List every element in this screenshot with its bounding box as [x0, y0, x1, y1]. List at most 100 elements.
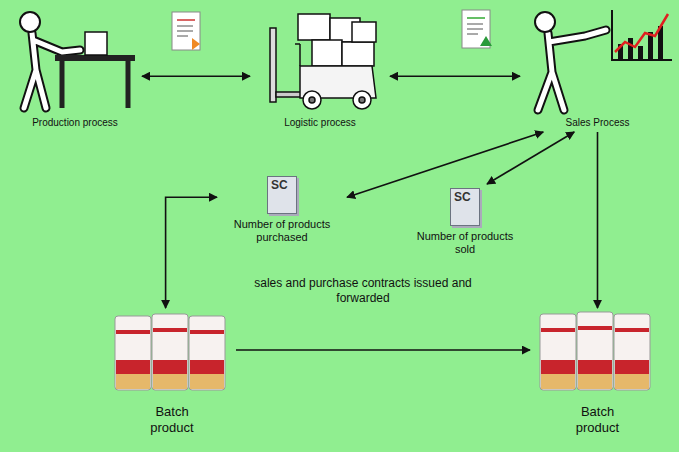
product-bags [190, 330, 224, 334]
product-bags [153, 374, 187, 389]
checklist-icon [177, 31, 193, 32]
product-bags [541, 328, 575, 332]
product-bags [190, 374, 224, 389]
product-bags [577, 312, 613, 390]
forklift [359, 97, 365, 103]
work-table [60, 61, 65, 108]
product-bags [541, 326, 649, 374]
product-bags [116, 374, 150, 389]
product-bags [615, 374, 649, 389]
doc-caption: Number of products sold [410, 230, 520, 256]
product-bags [116, 374, 224, 389]
sales-figure [538, 30, 606, 110]
flow-arrow [142, 75, 250, 77]
product-bags [615, 360, 649, 374]
sales-chart [612, 10, 672, 60]
checklist-icon [172, 12, 200, 50]
worker-figure [24, 33, 80, 108]
doc-code: SC [450, 188, 480, 226]
sales-chart [638, 46, 643, 60]
work-table [55, 55, 135, 61]
flow-arrow [487, 132, 574, 184]
note-label: sales and purchase contracts issued and … [243, 276, 483, 306]
checklist-icon [462, 10, 492, 48]
sales-chart [615, 14, 668, 52]
doc-caption: Number of products purchased [217, 218, 347, 244]
process-label: Production process [8, 116, 142, 129]
sales-figure [538, 30, 606, 110]
checklist-icon [177, 19, 195, 21]
flow-arrow [236, 349, 530, 351]
product-bags [541, 374, 575, 389]
product-bags [115, 316, 151, 390]
product-bags [116, 360, 150, 374]
process-figure: Sales Process [520, 8, 675, 132]
forklift [352, 22, 376, 42]
forklift [270, 28, 276, 102]
product-label: Batch product [566, 404, 630, 436]
product-bags [153, 360, 187, 374]
contract-doc: SC Number of products sold [410, 184, 520, 268]
product-bags [116, 330, 150, 334]
product-bags [614, 314, 650, 390]
sales-chart [612, 10, 672, 60]
checklist-icon [177, 26, 193, 27]
product-bags [541, 360, 575, 374]
checklist-icon [467, 24, 483, 25]
product-bags [540, 314, 576, 390]
doc-code: SC [267, 176, 297, 214]
forklift [353, 91, 371, 109]
product-bags [540, 312, 650, 390]
checklist-icon [467, 17, 485, 19]
process-figure: Production process [8, 8, 142, 132]
forklift [309, 97, 315, 103]
work-table [85, 32, 107, 55]
flow-arrow [347, 132, 543, 197]
product-bags [190, 360, 224, 374]
process-figure: Logistic process [250, 8, 390, 132]
worker-figure [20, 12, 40, 32]
product-bags [541, 374, 649, 389]
batch-product: Batch product [108, 308, 236, 448]
forklift [303, 91, 321, 109]
product-bags [152, 314, 188, 390]
forklift [312, 40, 342, 66]
worker-figure [24, 33, 80, 108]
flow-arrow [390, 75, 520, 77]
contract-doc: SC Number of products purchased [217, 172, 347, 256]
forklift [298, 14, 330, 40]
process-label: Logistic process [250, 116, 390, 129]
checklist-icon [177, 36, 188, 37]
process-label: Sales Process [520, 116, 675, 129]
checklist-icon [192, 38, 200, 50]
checklist-icon [467, 29, 483, 30]
work-table [55, 32, 135, 108]
product-bags [189, 316, 225, 390]
product-bags [578, 374, 612, 389]
forklift [295, 44, 300, 66]
checklist-icon [480, 36, 492, 46]
sales-figure [535, 12, 606, 110]
flow-arrow [597, 132, 599, 308]
product-bags [578, 360, 612, 374]
product-bags [540, 312, 650, 390]
checklist-icon [467, 34, 478, 35]
product-bags [615, 328, 649, 332]
checklist-icon [172, 12, 200, 50]
product-bags [153, 328, 187, 332]
product-bags [116, 328, 224, 374]
sales-chart [628, 38, 633, 60]
forklift [342, 42, 374, 66]
product-bags [115, 314, 225, 390]
work-table [126, 61, 131, 108]
batch-product: Batch product [530, 308, 665, 448]
product-bags [115, 314, 225, 390]
product-bags [578, 326, 612, 330]
product-label: Batch product [140, 404, 204, 436]
sales-figure [535, 12, 555, 32]
forklift [270, 14, 376, 109]
flow-arrow [166, 197, 217, 308]
